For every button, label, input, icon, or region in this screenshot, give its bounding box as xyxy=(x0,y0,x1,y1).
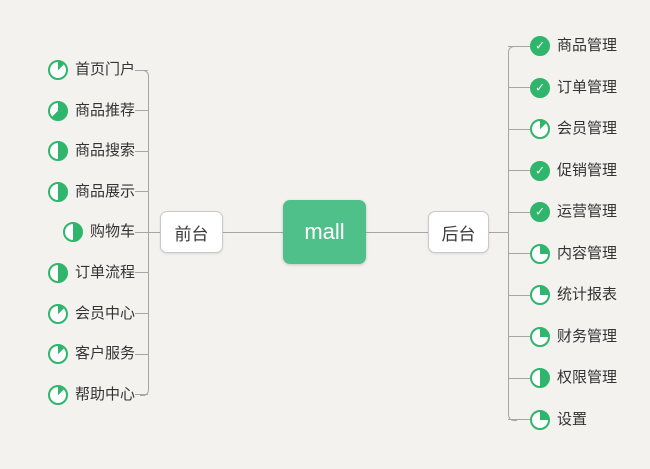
mindmap-topic[interactable]: 促销管理 xyxy=(508,160,618,181)
mindmap-topic[interactable]: 会员中心 xyxy=(47,303,148,324)
connector-stub xyxy=(508,128,530,130)
connector-root-to-back xyxy=(366,232,428,233)
connector-stub xyxy=(135,110,148,112)
mindmap-topic[interactable]: 权限管理 xyxy=(508,368,618,389)
branch-topic-label: 前台 xyxy=(174,224,209,244)
task-done-check-icon xyxy=(530,36,550,56)
topic-label: 促销管理 xyxy=(557,161,618,179)
connector-stub xyxy=(508,253,530,255)
connector-stub xyxy=(135,353,148,355)
task-progress-icon xyxy=(47,344,68,365)
mindmap-topic[interactable]: 财务管理 xyxy=(508,326,618,347)
topic-label: 商品管理 xyxy=(557,37,618,54)
topic-label: 设置 xyxy=(557,410,588,428)
task-progress-icon xyxy=(530,326,550,347)
mindmap-topic[interactable]: 内容管理 xyxy=(508,243,618,264)
back-branch-bracket xyxy=(508,46,517,421)
topic-label: 订单流程 xyxy=(74,263,135,281)
topic-label: 内容管理 xyxy=(557,244,618,262)
topic-label: 会员管理 xyxy=(557,120,618,138)
connector-stub xyxy=(135,272,148,274)
task-progress-icon xyxy=(47,60,68,80)
mindmap-topic[interactable]: 运营管理 xyxy=(508,202,618,223)
task-done-check-icon xyxy=(530,160,550,181)
connector-stub xyxy=(135,394,148,396)
connector-stub xyxy=(508,419,530,421)
topic-label: 会员中心 xyxy=(74,304,135,322)
back-topic-list: 商品管理 订单管理 会员管理 促销管理 运营管理 内容管理 xyxy=(508,36,618,430)
topic-label: 商品推荐 xyxy=(74,101,135,119)
topic-label: 购物车 xyxy=(89,223,135,241)
mindmap-topic[interactable]: 帮助中心 xyxy=(47,384,148,405)
connector-stub xyxy=(135,231,148,233)
connector-stub xyxy=(508,87,530,89)
connector-stub xyxy=(508,211,530,213)
mindmap-topic[interactable]: 商品展示 xyxy=(47,181,148,202)
mindmap-topic[interactable]: 购物车 xyxy=(62,222,148,243)
front-branch-bracket xyxy=(140,70,149,396)
task-progress-icon xyxy=(47,100,68,121)
task-progress-icon xyxy=(47,141,68,162)
mindmap-topic[interactable]: 会员管理 xyxy=(508,119,618,140)
topic-label: 权限管理 xyxy=(557,369,618,387)
mindmap-topic[interactable]: 客户服务 xyxy=(47,344,148,365)
mindmap-topic[interactable]: 订单流程 xyxy=(47,262,148,283)
task-progress-icon xyxy=(530,285,550,306)
topic-label: 首页门户 xyxy=(74,61,135,78)
task-progress-icon xyxy=(47,384,68,405)
task-progress-icon xyxy=(47,262,68,283)
connector-stub xyxy=(135,69,148,71)
connector-stub xyxy=(508,45,530,47)
task-progress-icon xyxy=(62,222,83,243)
task-progress-icon xyxy=(530,119,550,140)
task-progress-icon xyxy=(530,368,550,389)
connector-stub xyxy=(508,170,530,172)
branch-topic-back[interactable]: 后台 xyxy=(428,211,489,253)
connector-stub xyxy=(508,294,530,296)
topic-label: 帮助中心 xyxy=(74,385,135,403)
topic-label: 财务管理 xyxy=(557,327,618,345)
root-topic-label: mall xyxy=(304,219,345,244)
mindmap-topic[interactable]: 商品搜索 xyxy=(47,141,148,162)
mindmap-topic[interactable]: 订单管理 xyxy=(508,77,618,98)
task-done-check-icon xyxy=(530,77,550,98)
task-progress-icon xyxy=(47,303,68,324)
branch-topic-front[interactable]: 前台 xyxy=(160,211,223,253)
topic-label: 商品搜索 xyxy=(74,142,135,160)
task-progress-icon xyxy=(47,181,68,202)
connector-stub xyxy=(135,313,148,315)
topic-label: 商品展示 xyxy=(74,182,135,200)
connector-stub xyxy=(135,191,148,193)
topic-label: 订单管理 xyxy=(557,78,618,96)
mindmap-topic[interactable]: 首页门户 xyxy=(47,60,148,80)
mindmap-topic[interactable]: 设置 xyxy=(508,409,588,430)
branch-topic-label: 后台 xyxy=(441,224,476,244)
task-done-check-icon xyxy=(530,202,550,223)
connector-root-to-front xyxy=(223,232,283,233)
topic-label: 客户服务 xyxy=(74,345,135,363)
task-progress-icon xyxy=(530,409,550,430)
connector-front-to-bracket xyxy=(148,232,160,233)
connector-back-to-bracket xyxy=(489,232,508,233)
connector-stub xyxy=(508,377,530,379)
connector-stub xyxy=(135,150,148,152)
topic-label: 运营管理 xyxy=(557,203,618,221)
front-topic-list: 首页门户 商品推荐 商品搜索 商品展示 购物车 订单流程 xyxy=(0,60,148,405)
root-topic-mall[interactable]: mall xyxy=(283,200,366,264)
connector-stub xyxy=(508,336,530,338)
task-progress-icon xyxy=(530,243,550,264)
topic-label: 统计报表 xyxy=(557,286,618,304)
mindmap-topic[interactable]: 商品管理 xyxy=(508,36,618,56)
mindmap-topic[interactable]: 商品推荐 xyxy=(47,100,148,121)
mindmap-topic[interactable]: 统计报表 xyxy=(508,285,618,306)
